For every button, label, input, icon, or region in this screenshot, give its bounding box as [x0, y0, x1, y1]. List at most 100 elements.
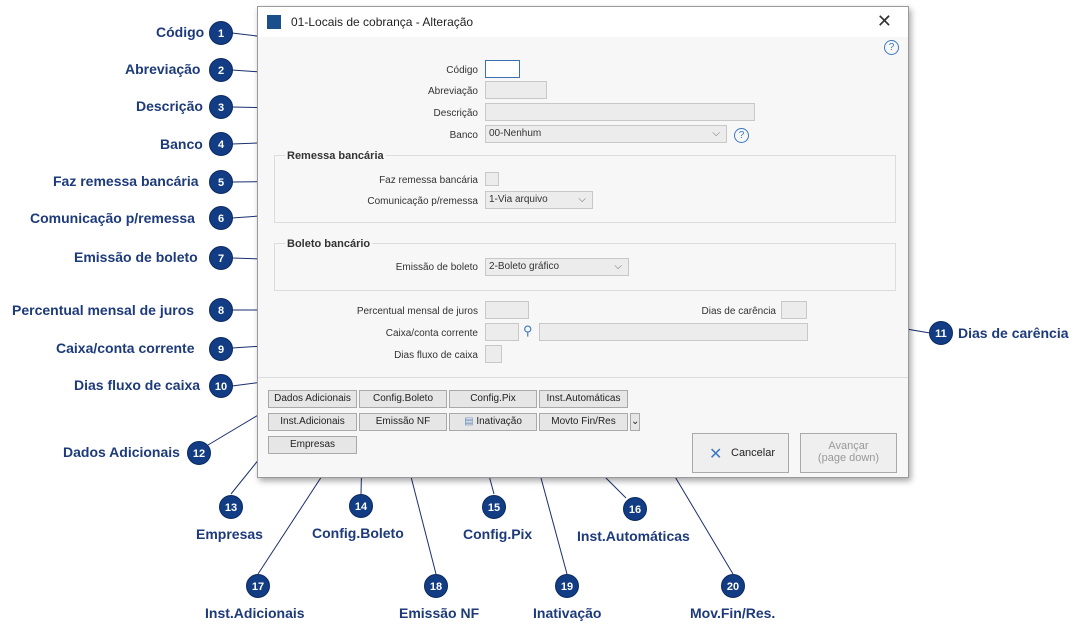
callout-title-2: Abreviação — [125, 61, 201, 77]
callout-badge-8: 8 — [209, 298, 233, 322]
callout-title-6: Comunicação p/remessa — [30, 210, 195, 226]
inst-adicionais-button[interactable]: Inst.Adicionais — [268, 413, 357, 431]
callout-badge-6: 6 — [209, 206, 233, 230]
list-icon: ▤ — [464, 416, 474, 427]
callout-badge-7: 7 — [209, 246, 233, 270]
remessa-group-title: Remessa bancária — [285, 150, 386, 162]
boleto-group-title: Boleto bancário — [285, 238, 373, 250]
config-pix-button[interactable]: Config.Pix — [449, 390, 537, 408]
callout-badge-17: 17 — [246, 574, 270, 598]
callout-title-20: Mov.Fin/Res. — [690, 605, 776, 621]
banco-select[interactable]: 00-Nenhum ⌵ — [485, 125, 727, 143]
title-bar: 01-Locais de cobrança - Alteração ✕ — [258, 7, 908, 37]
close-icon: ✕ — [709, 446, 723, 463]
callout-title-7: Emissão de boleto — [74, 249, 198, 265]
faz-remessa-checkbox[interactable] — [485, 172, 499, 186]
callout-badge-10: 10 — [209, 374, 233, 398]
callout-title-17: Inst.Adicionais — [205, 605, 305, 621]
callout-title-11: Dias de carência — [958, 325, 1069, 341]
chevron-down-icon: ⌵ — [614, 261, 622, 272]
comunicacao-label: Comunicação p/remessa — [367, 196, 478, 207]
callout-title-18: Emissão NF — [399, 605, 480, 621]
empresas-button[interactable]: Empresas — [268, 436, 357, 454]
callout-title-10: Dias fluxo de caixa — [74, 377, 201, 393]
callout-badge-9: 9 — [209, 337, 233, 361]
emissao-boleto-value: 2-Boleto gráfico — [489, 261, 560, 272]
callout-badge-5: 5 — [209, 170, 233, 194]
dialog-window: 01-Locais de cobrança - Alteração ✕ ? Có… — [257, 6, 909, 478]
banco-label: Banco — [449, 130, 478, 141]
inativacao-label: Inativação — [476, 416, 522, 427]
callout-badge-13: 13 — [219, 495, 243, 519]
callout-badge-16: 16 — [623, 497, 647, 521]
descricao-label: Descrição — [433, 108, 478, 119]
callout-badge-14: 14 — [349, 494, 373, 518]
callout-title-14: Config.Boleto — [312, 525, 404, 541]
abreviacao-input[interactable] — [485, 81, 547, 99]
carencia-input[interactable] — [781, 301, 807, 319]
config-boleto-button[interactable]: Config.Boleto — [359, 390, 447, 408]
caixa-description-field — [539, 323, 808, 341]
callout-title-15: Config.Pix — [463, 526, 533, 542]
callout-badge-20: 20 — [721, 574, 745, 598]
callout-badge-18: 18 — [424, 574, 448, 598]
callout-title-16: Inst.Automáticas — [577, 528, 690, 544]
callout-title-12: Dados Adicionais — [63, 444, 180, 460]
callout-badge-2: 2 — [209, 58, 233, 82]
callout-title-13: Empresas — [196, 526, 263, 542]
inativacao-button[interactable]: ▤ Inativação — [449, 413, 537, 431]
callout-badge-1: 1 — [209, 21, 233, 45]
callout-badge-15: 15 — [482, 495, 506, 519]
banco-help-icon[interactable]: ? — [734, 128, 749, 143]
emissao-boleto-select[interactable]: 2-Boleto gráfico ⌵ — [485, 258, 629, 276]
window-title: 01-Locais de cobrança - Alteração — [291, 15, 474, 29]
remessa-group — [274, 155, 896, 223]
app-icon — [267, 15, 281, 29]
callout-badge-11: 11 — [929, 321, 953, 345]
emissao-boleto-label: Emissão de boleto — [395, 262, 478, 273]
callout-title-4: Banco — [160, 136, 203, 152]
more-buttons-arrow[interactable]: ⌄ — [630, 413, 640, 431]
divider — [258, 377, 908, 378]
callout-title-3: Descrição — [136, 98, 203, 114]
avancar-label: Avançar — [828, 440, 869, 452]
juros-input[interactable] — [485, 301, 529, 319]
inst-automaticas-button[interactable]: Inst.Automáticas — [539, 390, 628, 408]
caixa-input[interactable] — [485, 323, 519, 341]
chevron-down-icon: ⌵ — [578, 194, 586, 205]
codigo-label: Código — [446, 65, 478, 76]
abreviacao-label: Abreviação — [427, 86, 478, 97]
emissao-nf-button[interactable]: Emissão NF — [359, 413, 447, 431]
comunicacao-select[interactable]: 1-Via arquivo ⌵ — [485, 191, 593, 209]
descricao-input[interactable] — [485, 103, 755, 121]
callout-title-19: Inativação — [533, 605, 602, 621]
banco-value: 00-Nenhum — [489, 128, 542, 139]
avancar-button[interactable]: Avançar (page down) — [800, 433, 897, 473]
close-icon[interactable]: ✕ — [876, 11, 892, 31]
caixa-label: Caixa/conta corrente — [385, 328, 478, 339]
callout-title-8: Percentual mensal de juros — [12, 302, 195, 318]
chevron-down-icon: ⌄ — [631, 416, 640, 427]
juros-label: Percentual mensal de juros — [356, 306, 478, 317]
cancelar-button[interactable]: ✕ Cancelar — [692, 433, 789, 473]
carencia-label: Dias de carência — [701, 306, 776, 317]
callout-badge-19: 19 — [555, 574, 579, 598]
movto-fin-res-button[interactable]: Movto Fin/Res — [539, 413, 628, 431]
boleto-group — [274, 243, 896, 291]
callout-title-5: Faz remessa bancária — [53, 173, 199, 189]
fluxo-input[interactable] — [485, 345, 502, 363]
faz-remessa-label: Faz remessa bancária — [379, 175, 478, 186]
fluxo-label: Dias fluxo de caixa — [394, 350, 478, 361]
cancelar-label: Cancelar — [731, 447, 776, 459]
callout-badge-4: 4 — [209, 132, 233, 156]
avancar-sublabel: (page down) — [817, 452, 880, 464]
chevron-down-icon: ⌵ — [712, 128, 720, 139]
callout-badge-3: 3 — [209, 95, 233, 119]
comunicacao-value: 1-Via arquivo — [489, 194, 548, 205]
search-icon[interactable]: ⚲ — [523, 323, 533, 338]
dados-adicionais-button[interactable]: Dados Adicionais — [268, 390, 357, 408]
callout-badge-12: 12 — [187, 441, 211, 465]
help-icon[interactable]: ? — [884, 40, 899, 55]
callout-title-9: Caixa/conta corrente — [56, 340, 195, 356]
codigo-input[interactable] — [485, 60, 520, 78]
